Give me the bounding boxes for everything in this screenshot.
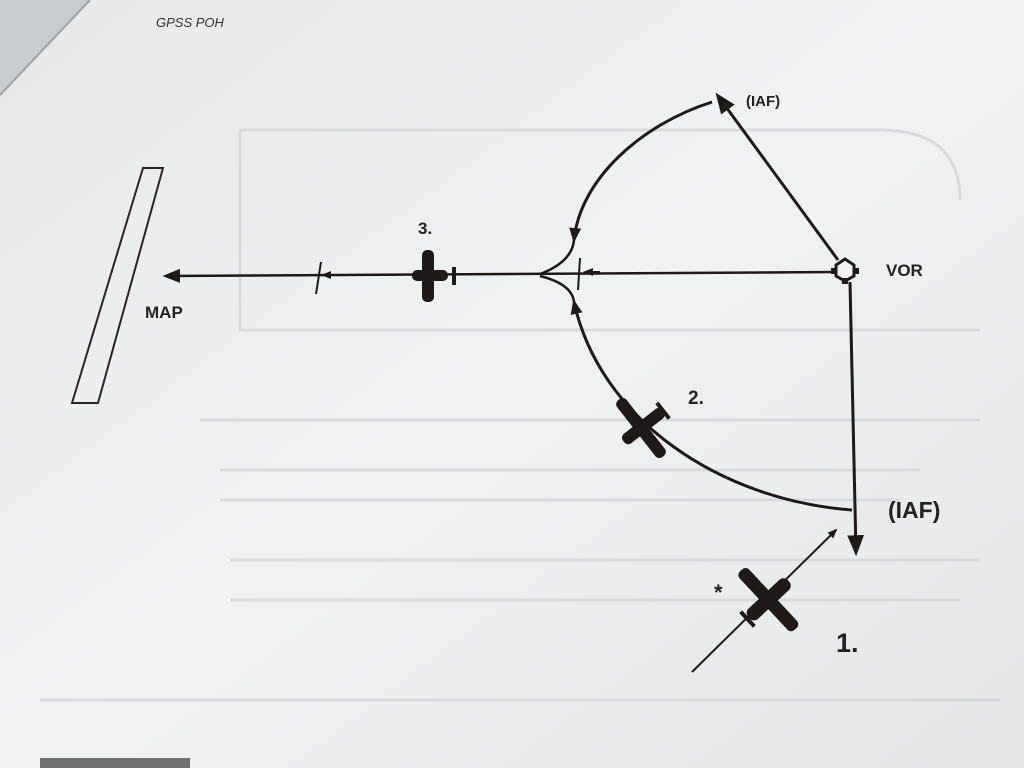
page-header: GPSS POH <box>156 15 225 30</box>
final-course-line <box>162 268 839 283</box>
label-asterisk: * <box>714 580 723 605</box>
fix-tick-faf <box>577 257 581 291</box>
bottom-join-curve <box>539 274 576 303</box>
label-iaf-bottom: (IAF) <box>888 497 940 523</box>
bottom-arc <box>570 299 853 512</box>
fix-tick-map <box>315 261 322 295</box>
cut-off-text <box>40 758 190 768</box>
show-through-ghost <box>40 128 1000 702</box>
aircraft-1-icon <box>738 568 799 632</box>
bottom-iaf-leg <box>847 281 865 557</box>
aircraft-3-icon <box>412 250 456 302</box>
top-iaf-leg <box>715 92 840 261</box>
map-bar <box>70 167 165 404</box>
aircraft-2-icon <box>616 397 671 459</box>
vor-station-icon <box>831 257 859 284</box>
page-fold-edge <box>0 0 91 96</box>
label-iaf-top: (IAF) <box>746 93 780 110</box>
label-vor: VOR <box>886 261 923 280</box>
label-map: MAP <box>145 303 183 322</box>
top-arc <box>569 100 713 243</box>
top-join-curve <box>539 239 576 276</box>
label-step-2: 2. <box>688 388 704 409</box>
label-step-3: 3. <box>418 219 432 238</box>
label-step-1: 1. <box>836 628 859 658</box>
